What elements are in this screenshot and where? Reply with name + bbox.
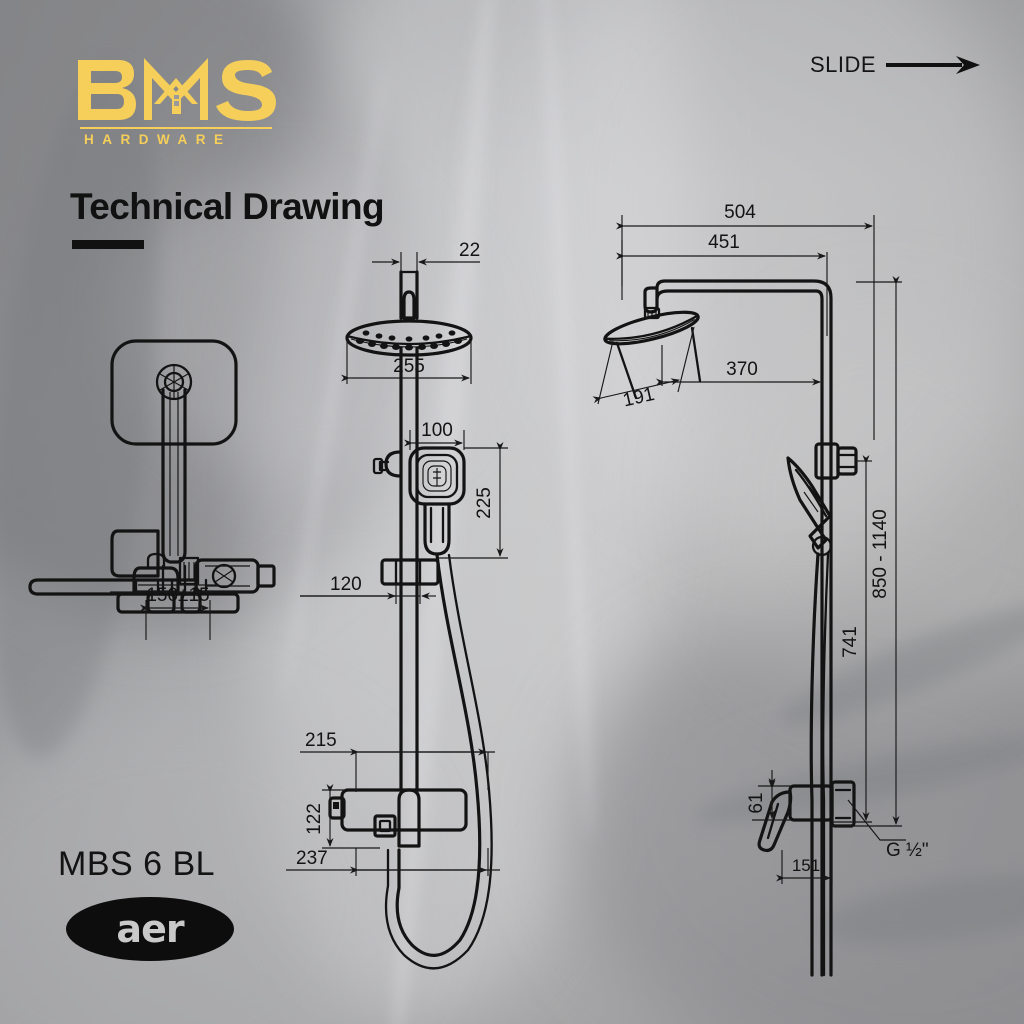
dimension-120: 120 bbox=[300, 574, 436, 604]
dimension-61: 61 bbox=[746, 770, 792, 821]
dimension-label-451: 451 bbox=[708, 232, 740, 253]
dimension-215: 215 bbox=[300, 730, 495, 792]
page-title: Technical Drawing bbox=[70, 186, 385, 227]
dimension-label-504: 504 bbox=[724, 202, 756, 223]
arrow-right-icon bbox=[886, 56, 981, 74]
dimension-label-255: 255 bbox=[393, 356, 425, 377]
model-code: MBS 6 BL bbox=[58, 845, 216, 883]
dimension-label-370: 370 bbox=[726, 359, 758, 380]
dimension-504: 504 bbox=[616, 202, 875, 440]
dimension-label-122: 122 bbox=[304, 803, 325, 835]
slide-label: SLIDE bbox=[810, 52, 877, 77]
dimension-451: 451 bbox=[616, 232, 828, 336]
dimension-label-151: 151 bbox=[792, 856, 820, 875]
dimension-label-120: 120 bbox=[330, 574, 362, 595]
dimension-741: 741 bbox=[832, 455, 872, 823]
dimension-label-850-1140: 850 - 1140 bbox=[870, 509, 891, 598]
dimension-thread-g-half: G ½" bbox=[847, 799, 929, 861]
dimension-370: 370 bbox=[656, 340, 823, 386]
dimension-225: 225 bbox=[438, 442, 508, 559]
front-view-drawing: 22 255 100 225 bbox=[286, 240, 508, 970]
dimension-237: 237 bbox=[286, 848, 500, 876]
dimension-150: 150±15 bbox=[110, 585, 250, 640]
dimension-label-215: 215 bbox=[305, 730, 337, 751]
dimension-label-thread: G ½" bbox=[886, 840, 929, 861]
dimension-label-225: 225 bbox=[474, 487, 495, 519]
dimension-850-1140: 850 - 1140 bbox=[832, 276, 902, 827]
dimension-100: 100 bbox=[404, 420, 465, 450]
side-view-drawing: 504 451 370 191 bbox=[592, 202, 929, 977]
dimension-label-741: 741 bbox=[840, 626, 861, 658]
dimension-label-150: 150±15 bbox=[146, 585, 209, 606]
dimension-label-61: 61 bbox=[746, 792, 767, 813]
bms-logo-mark bbox=[78, 58, 276, 121]
dimension-255: 255 bbox=[341, 340, 472, 384]
dimension-122: 122 bbox=[304, 784, 380, 849]
dimension-22: 22 bbox=[372, 240, 480, 272]
dimension-label-191: 191 bbox=[621, 384, 657, 412]
slide-hint: SLIDE bbox=[810, 52, 982, 78]
aer-logo: aer bbox=[66, 897, 234, 961]
aer-logo-text: aer bbox=[116, 907, 184, 951]
dimension-label-100: 100 bbox=[421, 420, 453, 441]
logo-subtitle: HARDWARE bbox=[84, 132, 232, 147]
title-underline bbox=[72, 240, 144, 249]
dimension-label-237: 237 bbox=[296, 848, 328, 869]
logo-divider bbox=[80, 127, 272, 129]
bms-logo: HARDWARE bbox=[72, 52, 282, 150]
dimension-label-22: 22 bbox=[459, 240, 480, 261]
dimension-151: 151 bbox=[776, 826, 833, 884]
top-view-drawing: 150±15 bbox=[28, 339, 276, 640]
